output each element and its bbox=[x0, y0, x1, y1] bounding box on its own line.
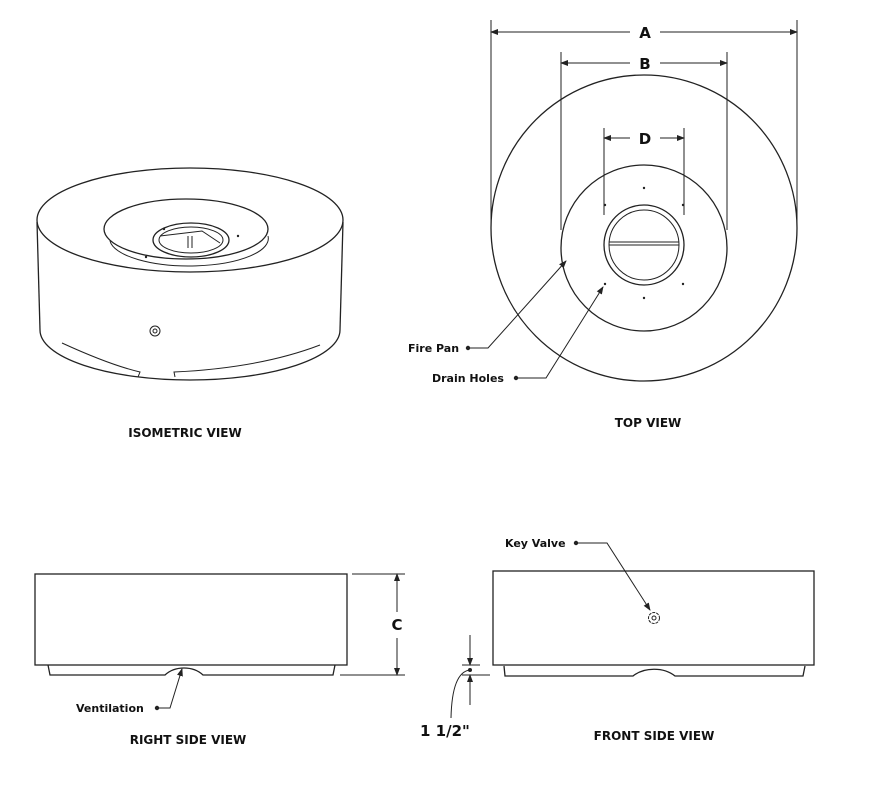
base-height-dimension: 1 1/2" bbox=[420, 635, 490, 740]
key-valve-icon bbox=[149, 325, 161, 337]
base-height-label: 1 1/2" bbox=[420, 722, 470, 740]
right-side-view: C Ventilation RIGHT SIDE VIEW bbox=[34, 573, 405, 747]
key-valve-callout: Key Valve bbox=[505, 537, 566, 550]
key-valve-icon bbox=[648, 612, 660, 624]
front-side-view-label: FRONT SIDE VIEW bbox=[594, 729, 715, 743]
right-side-view-label: RIGHT SIDE VIEW bbox=[130, 733, 247, 747]
drain-holes-callout: Drain Holes bbox=[432, 372, 504, 385]
top-view-label: TOP VIEW bbox=[615, 416, 682, 430]
dimension-a: A bbox=[639, 24, 651, 42]
top-view: A B D Fire Pan Drain Holes TOP VIEW bbox=[408, 20, 798, 430]
dimension-c: C bbox=[391, 616, 402, 634]
front-side-view: Key Valve FRONT SIDE VIEW bbox=[492, 537, 815, 743]
dimension-b: B bbox=[639, 55, 650, 73]
isometric-view-label: ISOMETRIC VIEW bbox=[128, 426, 242, 440]
isometric-view: ISOMETRIC VIEW bbox=[36, 167, 344, 440]
fire-pan-callout: Fire Pan bbox=[408, 342, 459, 355]
ventilation-callout: Ventilation bbox=[76, 702, 144, 715]
dimension-d: D bbox=[639, 130, 651, 148]
